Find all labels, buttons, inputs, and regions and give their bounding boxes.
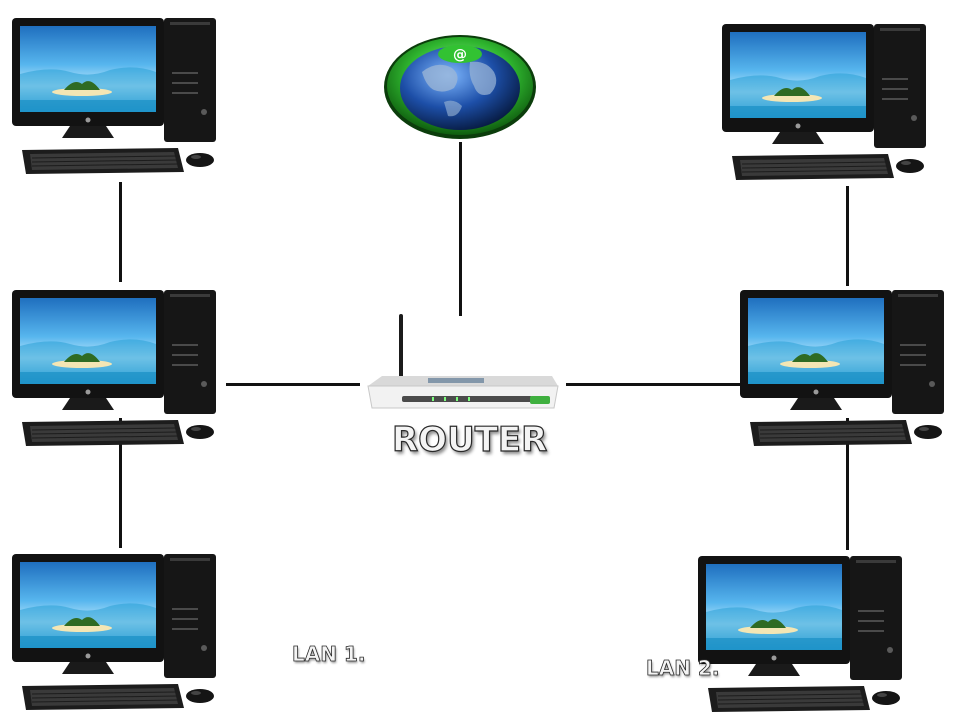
internet-globe-icon: @ [382,32,542,140]
desktop-computer-icon [12,554,216,710]
lan1-computer-2 [10,284,250,454]
link-pc1-pc2 [119,182,122,282]
lan2-computer-2 [738,284,960,454]
lan2-computer-1 [720,18,960,188]
lan1-computer-3 [10,548,250,718]
desktop-computer-icon [722,24,926,180]
link-pc4-pc5 [846,186,849,286]
link-pc2-pc3 [119,418,122,548]
wireless-router-icon [362,312,562,422]
desktop-computer-icon [12,290,216,446]
lan1-computer-1 [10,12,250,182]
lan2-computer-3 [696,550,936,720]
link-router-internet [459,142,462,316]
lan2-label: LAN 2. [646,656,720,681]
desktop-computer-icon [12,18,216,174]
link-lan1-router [226,383,360,386]
link-pc5-pc6 [846,418,849,550]
svg-text:@: @ [453,47,467,63]
link-router-lan2 [566,383,742,386]
desktop-computer-icon [740,290,944,446]
router-label: ROUTER [391,419,548,460]
lan1-label: LAN 1. [292,642,366,667]
desktop-computer-icon [698,556,902,712]
